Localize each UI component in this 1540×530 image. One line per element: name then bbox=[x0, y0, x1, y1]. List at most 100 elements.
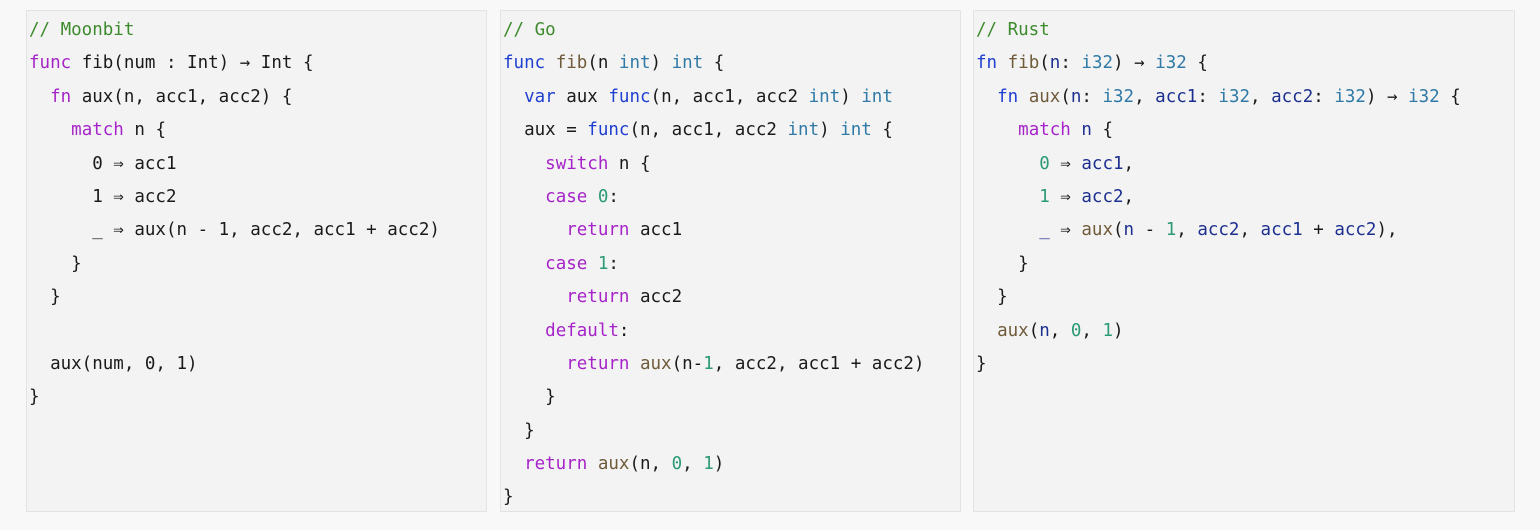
code-token: n { bbox=[608, 153, 651, 174]
code-token: : bbox=[1060, 53, 1082, 74]
code-token: 0 ⇒ acc1 bbox=[29, 153, 177, 174]
code-token bbox=[545, 53, 556, 73]
code-token: { bbox=[1091, 120, 1114, 141]
code-token: ⇒ bbox=[1049, 220, 1082, 241]
code-token: : bbox=[608, 186, 619, 207]
code-token: return bbox=[566, 287, 630, 308]
code-token: ) bbox=[840, 86, 862, 107]
code-token: case bbox=[545, 186, 588, 207]
code-token bbox=[503, 321, 545, 341]
code-token: func bbox=[608, 86, 651, 107]
code-token: i32 bbox=[1155, 53, 1187, 74]
code-token: } bbox=[976, 253, 1029, 274]
code-token: ), bbox=[1376, 220, 1398, 241]
code-token: : bbox=[618, 320, 630, 341]
code-token: 1 bbox=[1039, 186, 1050, 207]
code-line: } bbox=[503, 415, 960, 448]
code-line: var aux func(n, acc1, acc2 int) int bbox=[503, 81, 960, 114]
code-token bbox=[503, 254, 545, 274]
code-token: // Rust bbox=[976, 20, 1050, 40]
code-token: { bbox=[703, 53, 725, 74]
code-token: 0 bbox=[1070, 320, 1082, 341]
code-line: } bbox=[503, 381, 960, 414]
code-token: aux bbox=[1028, 86, 1061, 107]
code-token: } bbox=[29, 387, 40, 408]
code-token: acc1 bbox=[1081, 153, 1124, 174]
code-token: int bbox=[840, 120, 872, 141]
code-line: func fib(num : Int) → Int { bbox=[29, 47, 486, 80]
code-token bbox=[503, 154, 545, 174]
code-line: func fib(n int) int { bbox=[503, 47, 960, 80]
code-line: return acc1 bbox=[503, 214, 960, 247]
code-token: fib bbox=[555, 53, 588, 74]
code-token: aux = bbox=[503, 120, 588, 141]
code-token: (n, acc1, acc2 bbox=[650, 86, 809, 107]
code-block: // Moonbit func fib(num : Int) → Int { fn… bbox=[29, 14, 486, 415]
code-token: _ ⇒ aux(n - 1, acc2, acc1 + acc2) bbox=[29, 220, 440, 241]
code-token: // Moonbit bbox=[29, 20, 135, 40]
code-token: n { bbox=[123, 120, 166, 141]
code-line: default: bbox=[503, 315, 960, 348]
code-token: , bbox=[1081, 320, 1103, 341]
code-token: acc2 bbox=[1197, 220, 1240, 241]
code-line: 1 ⇒ acc2, bbox=[976, 181, 1514, 214]
code-line: return acc2 bbox=[503, 281, 960, 314]
code-token: aux bbox=[555, 86, 609, 107]
code-line: 0 ⇒ acc1 bbox=[29, 148, 486, 181]
code-token bbox=[503, 354, 566, 374]
code-token: ) bbox=[819, 120, 841, 141]
code-token: match bbox=[1018, 120, 1071, 141]
code-token: i32 bbox=[1081, 53, 1114, 74]
code-token bbox=[976, 154, 1039, 174]
code-token: { bbox=[1186, 53, 1208, 74]
code-token: : bbox=[1197, 86, 1219, 107]
code-token: var bbox=[524, 86, 556, 107]
code-token: , bbox=[682, 454, 704, 475]
code-line: // Rust bbox=[976, 14, 1514, 47]
code-token: 0 bbox=[1039, 153, 1050, 174]
code-token: i32 bbox=[1334, 86, 1366, 107]
code-line: // Moonbit bbox=[29, 14, 486, 47]
code-token: acc1 bbox=[629, 220, 683, 241]
code-line: 1 ⇒ acc2 bbox=[29, 181, 486, 214]
code-token: (n bbox=[587, 53, 619, 74]
code-token bbox=[503, 287, 566, 307]
code-token: ( bbox=[1028, 320, 1040, 341]
code-token bbox=[976, 120, 1018, 140]
code-token: ( bbox=[1039, 53, 1050, 74]
code-line: } bbox=[976, 281, 1514, 314]
code-token: ) bbox=[650, 53, 672, 74]
code-line: fn aux(n: i32, acc1: i32, acc2: i32) → i… bbox=[976, 81, 1514, 114]
code-line: match n { bbox=[29, 114, 486, 147]
code-line: case 1: bbox=[503, 248, 960, 281]
code-token bbox=[629, 354, 640, 374]
code-token bbox=[976, 220, 1039, 240]
code-token bbox=[587, 254, 598, 274]
code-token: 1 ⇒ acc2 bbox=[29, 186, 177, 207]
code-line: match n { bbox=[976, 114, 1514, 147]
code-token: _ bbox=[1039, 220, 1050, 241]
code-line: fn aux(n, acc1, acc2) { bbox=[29, 81, 486, 114]
code-token: - bbox=[1134, 220, 1166, 241]
code-token: ) → bbox=[1113, 53, 1156, 74]
code-token: int bbox=[861, 86, 893, 107]
code-token: } bbox=[503, 420, 535, 441]
code-line: case 0: bbox=[503, 181, 960, 214]
code-token: } bbox=[29, 253, 82, 274]
code-token: return bbox=[566, 353, 630, 374]
code-token: ( bbox=[1060, 86, 1071, 107]
code-token: n bbox=[1039, 320, 1050, 341]
code-line: return aux(n-1, acc2, acc1 + acc2) bbox=[503, 348, 960, 381]
code-token: acc2 bbox=[629, 287, 683, 308]
code-token: ⇒ bbox=[1049, 186, 1082, 207]
code-token: : bbox=[1081, 86, 1103, 107]
code-token: int bbox=[787, 120, 820, 141]
code-token: fn bbox=[50, 86, 72, 107]
code-token: func bbox=[29, 53, 72, 74]
code-token: } bbox=[976, 353, 987, 374]
code-token: int bbox=[618, 53, 651, 74]
code-token: } bbox=[29, 287, 61, 308]
code-token: case bbox=[545, 253, 588, 274]
